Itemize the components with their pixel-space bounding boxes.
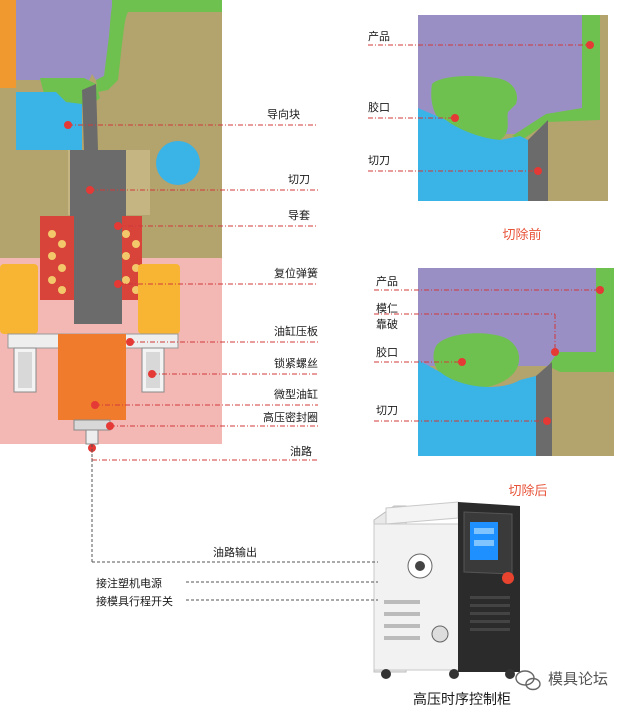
gate-green xyxy=(96,0,222,92)
label-oil-output: 油路输出 xyxy=(213,545,257,559)
before-label-gate: 胶口 xyxy=(368,100,390,114)
before-caption: 切除前 xyxy=(502,227,541,243)
guide-block xyxy=(16,92,82,150)
lock-screw-left xyxy=(13,347,37,393)
controller-cabinet xyxy=(373,501,520,679)
after-label-parting-2: 靠破 xyxy=(376,317,398,331)
cooling-hole xyxy=(156,141,200,185)
label-guide-block: 导向块 xyxy=(267,107,300,121)
main-callouts: 导向块 切刀 导套 复位弹簧 油缸压板 锁紧螺丝 微型油缸 高压密封圈 油路 xyxy=(64,107,318,461)
controller-title: 高压时序控制柜 xyxy=(413,691,511,708)
watermark-text: 模具论坛 xyxy=(548,670,608,688)
before-label-cutter: 切刀 xyxy=(368,154,390,167)
after-callouts: 产品 模仁 靠破 胶口 切刀 切除后 xyxy=(374,274,604,499)
label-hp-seal: 高压密封圈 xyxy=(263,410,318,424)
cylinder-plate-right xyxy=(138,264,180,334)
mold-cross-section xyxy=(0,0,222,445)
spring-left xyxy=(48,230,66,294)
after-cut-detail xyxy=(418,268,614,456)
spring-right xyxy=(122,230,140,294)
label-return-spring: 复位弹簧 xyxy=(274,266,318,280)
before-label-product: 产品 xyxy=(368,29,390,43)
before-cut-detail xyxy=(418,15,608,201)
label-cylinder-plate: 油缸压板 xyxy=(274,324,318,338)
cutter-stem xyxy=(74,216,122,324)
cutter-body xyxy=(70,150,126,216)
lock-screw-right xyxy=(141,347,165,393)
hp-seal xyxy=(73,419,111,431)
cutter-blade xyxy=(82,84,98,150)
mold-left-orange-strip xyxy=(0,0,16,88)
after-label-product: 产品 xyxy=(376,274,398,288)
product-purple xyxy=(16,0,121,96)
oil-port xyxy=(85,429,99,445)
before-callouts: 产品 胶口 切刀 切除前 xyxy=(368,29,594,243)
after-caption: 切除后 xyxy=(508,484,547,499)
after-label-parting-1: 模仁 xyxy=(376,302,398,315)
label-power: 接注塑机电源 xyxy=(96,576,162,590)
label-cutter: 切刀 xyxy=(288,173,310,186)
label-lock-screw: 锁紧螺丝 xyxy=(274,356,318,370)
label-guide-sleeve: 导套 xyxy=(288,209,310,222)
after-label-gate: 胶口 xyxy=(376,345,398,359)
label-oil-path: 油路 xyxy=(290,444,312,458)
cylinder-plate-left xyxy=(0,264,38,334)
label-micro-cylinder: 微型油缸 xyxy=(274,387,318,401)
watermark: 模具论坛 xyxy=(515,670,608,691)
controller-callouts: 油路输出 接注塑机电源 接模具行程开关 高压时序控制柜 xyxy=(91,444,511,708)
label-stroke-switch: 接模具行程开关 xyxy=(96,594,173,608)
after-label-cutter: 切刀 xyxy=(376,404,398,417)
wechat-icon xyxy=(515,670,541,691)
